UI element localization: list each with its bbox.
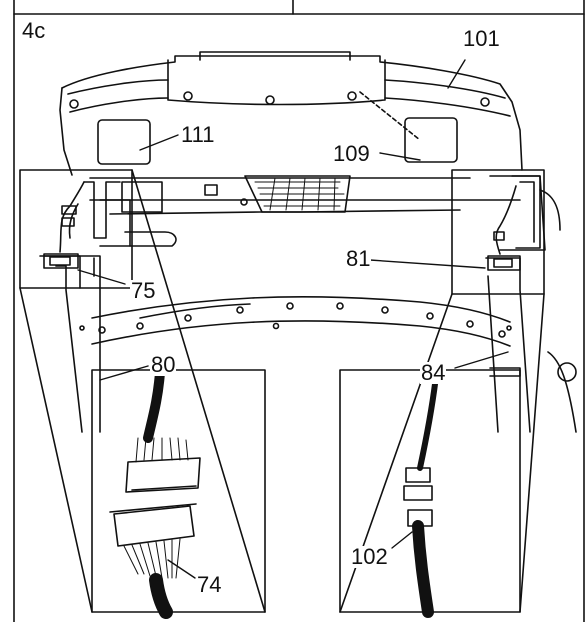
callout-109: 109 bbox=[332, 141, 371, 166]
callout-101: 101 bbox=[462, 26, 501, 51]
left-upright bbox=[39, 255, 101, 433]
step-label: 4c bbox=[22, 18, 46, 43]
right-upright bbox=[485, 257, 577, 433]
inset-left bbox=[19, 169, 266, 613]
callout-74: 74 bbox=[196, 572, 223, 597]
detail-left bbox=[91, 367, 266, 619]
callout-81: 81 bbox=[345, 246, 372, 271]
callout-75: 75 bbox=[130, 278, 157, 303]
callout-111: 111 bbox=[180, 122, 216, 147]
detail-right bbox=[339, 369, 521, 618]
crossbar bbox=[91, 296, 511, 347]
console bbox=[59, 51, 561, 251]
page-frame bbox=[13, 0, 585, 622]
callout-102: 102 bbox=[350, 544, 389, 569]
callout-80: 80 bbox=[150, 352, 177, 377]
callout-84: 84 bbox=[420, 360, 447, 385]
leader-lines bbox=[77, 59, 509, 579]
